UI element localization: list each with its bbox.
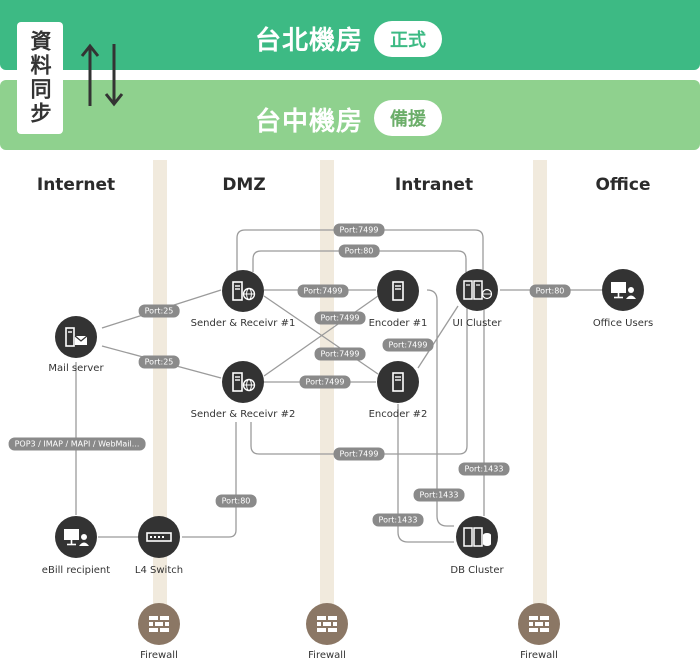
port-label: Port:25 bbox=[138, 355, 180, 369]
sender-receiver-2-label: Sender & Receivr #2 bbox=[190, 409, 296, 420]
sync-label: 資料同步 bbox=[28, 30, 52, 126]
db-cluster-label: DB Cluster bbox=[450, 565, 504, 576]
port-label: Port:1433 bbox=[413, 488, 465, 502]
web-server-icon bbox=[232, 372, 256, 392]
port-label: Port:7499 bbox=[299, 375, 351, 389]
l4-switch-label: L4 Switch bbox=[134, 565, 184, 576]
port-label: Port:7499 bbox=[314, 347, 366, 361]
server-cluster-icon bbox=[463, 280, 492, 300]
zone-intranet: Intranet bbox=[394, 175, 474, 195]
db-cluster-node[interactable] bbox=[456, 516, 498, 558]
backup-site-title: 台中機房 bbox=[255, 107, 364, 137]
port-label: Port:80 bbox=[338, 244, 380, 258]
port-label: Port:80 bbox=[529, 284, 571, 298]
desktop-user-icon bbox=[611, 282, 636, 299]
firewall-node[interactable] bbox=[518, 603, 560, 645]
primary-site-band bbox=[0, 0, 700, 70]
primary-site-title: 台北機房 bbox=[255, 26, 364, 56]
port-label: Port:7499 bbox=[333, 447, 385, 461]
port-label: Port:25 bbox=[138, 304, 180, 318]
sync-arrows-icon bbox=[80, 43, 124, 107]
mail-server-icon bbox=[65, 327, 88, 347]
ui-cluster-label: UI Cluster bbox=[452, 318, 502, 329]
sender-receiver-1-label: Sender & Receivr #1 bbox=[190, 318, 296, 329]
port-label: Port:1433 bbox=[458, 462, 510, 476]
encoder-2-label: Encoder #2 bbox=[368, 409, 428, 420]
server-icon bbox=[392, 372, 404, 392]
firewall-wall bbox=[153, 160, 167, 615]
port-label: Port:7499 bbox=[333, 223, 385, 237]
firewall-label: Firewall bbox=[520, 650, 558, 661]
l4-switch-node[interactable] bbox=[138, 516, 180, 558]
port-label: Port:7499 bbox=[297, 284, 349, 298]
backup-site-band bbox=[0, 80, 700, 150]
zone-dmz: DMZ bbox=[222, 175, 266, 195]
firewall-label: Firewall bbox=[140, 650, 178, 661]
desktop-user-icon bbox=[64, 529, 89, 546]
port-label: POP3 / IMAP / MAPI / WebMail... bbox=[8, 437, 146, 451]
server-icon bbox=[392, 281, 404, 301]
ui-cluster-node[interactable] bbox=[456, 269, 498, 311]
encoder-1-node[interactable] bbox=[377, 270, 419, 312]
encoder-2-node[interactable] bbox=[377, 361, 419, 403]
port-label: Port:7499 bbox=[314, 311, 366, 325]
mail-server-node[interactable] bbox=[55, 316, 97, 358]
zone-office: Office bbox=[595, 175, 651, 195]
firewall-node[interactable] bbox=[306, 603, 348, 645]
port-label: Port:80 bbox=[215, 494, 257, 508]
port-label: Port:7499 bbox=[382, 338, 434, 352]
brick-wall-icon bbox=[529, 616, 549, 632]
backup-badge: 備援 bbox=[374, 100, 442, 136]
primary-badge: 正式 bbox=[374, 21, 442, 57]
port-label: Port:1433 bbox=[372, 513, 424, 527]
sender-receiver-2-node[interactable] bbox=[222, 361, 264, 403]
firewall-node[interactable] bbox=[138, 603, 180, 645]
encoder-1-label: Encoder #1 bbox=[368, 318, 428, 329]
sender-receiver-1-node[interactable] bbox=[222, 270, 264, 312]
switch-icon bbox=[146, 532, 172, 542]
brick-wall-icon bbox=[149, 616, 169, 632]
sync-label-box: 資料同步 bbox=[17, 22, 63, 134]
brick-wall-icon bbox=[317, 616, 337, 632]
mail-server-label: Mail server bbox=[48, 363, 104, 374]
database-cluster-icon bbox=[463, 527, 491, 547]
firewall-wall bbox=[533, 160, 547, 615]
zone-internet: Internet bbox=[36, 175, 116, 195]
ebill-recipient-node[interactable] bbox=[55, 516, 97, 558]
ebill-recipient-label: eBill recipient bbox=[41, 565, 111, 576]
web-server-icon bbox=[232, 281, 256, 301]
office-users-label: Office Users bbox=[592, 318, 654, 329]
office-users-node[interactable] bbox=[602, 269, 644, 311]
firewall-label: Firewall bbox=[308, 650, 346, 661]
